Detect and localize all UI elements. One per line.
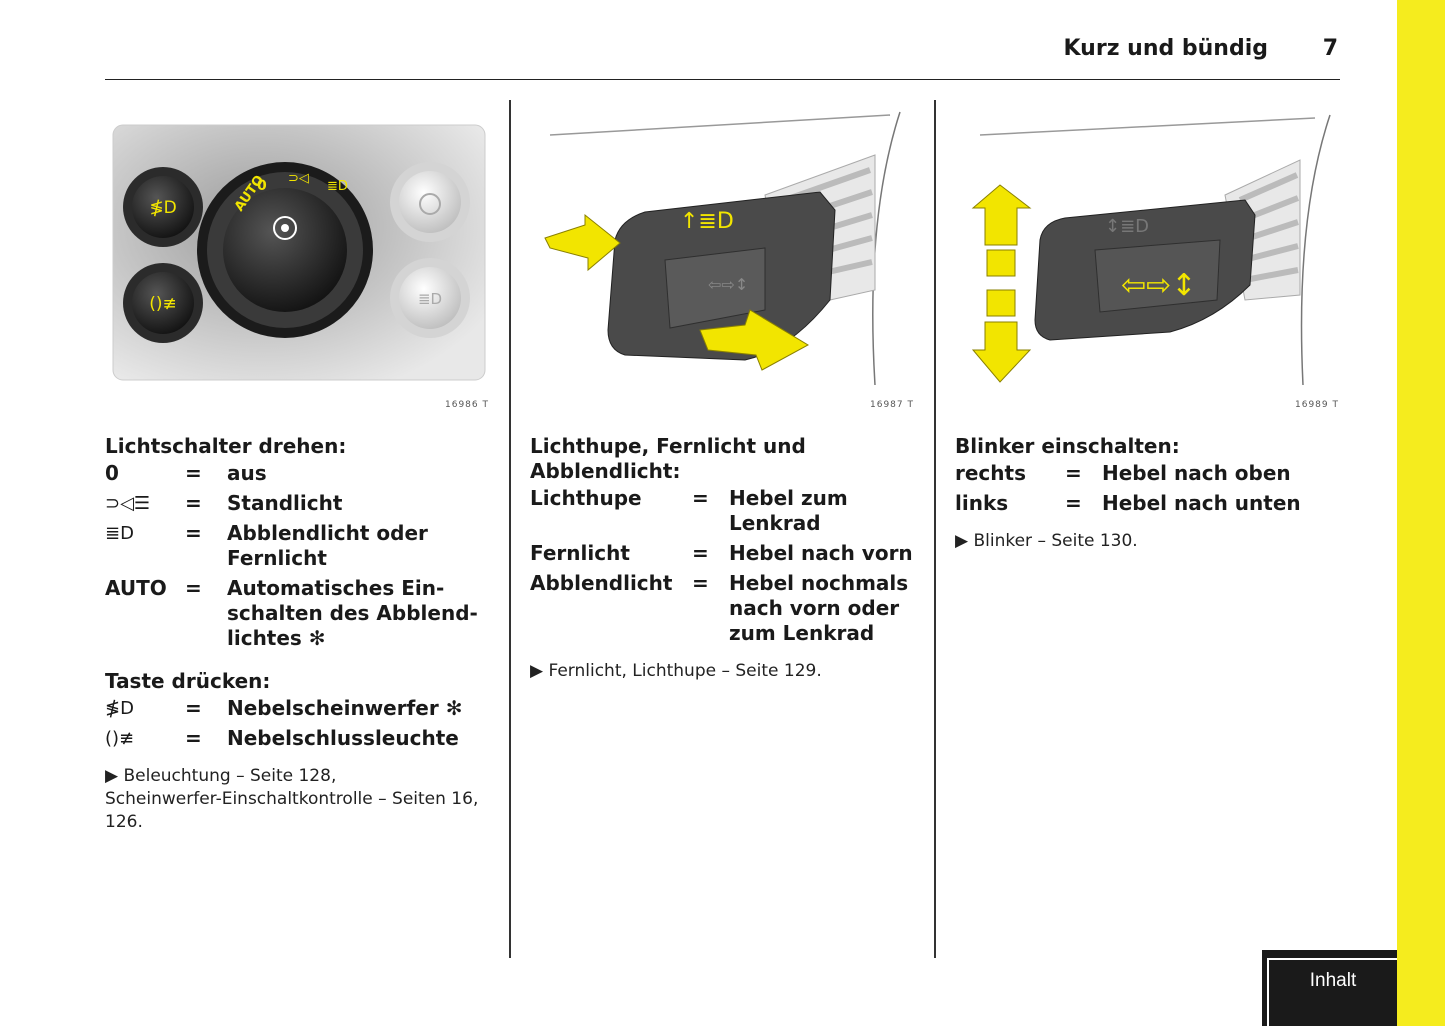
column-divider-2: [934, 100, 936, 958]
definition-term: 0: [105, 461, 119, 485]
title-line: Abblendlicht:: [530, 459, 681, 483]
page-title: Kurz und bündig: [1063, 36, 1268, 61]
definition-row: rechts = Hebel nach oben: [955, 461, 1345, 486]
lighting-reference: ▶ Beleuchtung – Seite 128, Scheinwerfer-…: [105, 765, 495, 834]
indicator-title: Blinker einschalten:: [955, 434, 1180, 458]
definition-equals: =: [185, 726, 202, 750]
light-switch-illustration: ≸D ()≢ AUTO 0 ⊃◁ ≣D ≣D: [112, 124, 486, 381]
indicator-definitions: rechts = Hebel nach oben links = Hebel n…: [955, 461, 1345, 516]
button-press-title: Taste drücken:: [105, 669, 271, 693]
instrument-dimmer-icon: [419, 193, 441, 215]
definition-term: Lichthupe: [530, 486, 642, 510]
fog-light-symbol: ≸D: [105, 698, 134, 719]
figure-code: 16989 T: [1295, 400, 1339, 410]
definition-desc: aus: [227, 461, 267, 485]
contents-button-frame: Inhalt: [1267, 958, 1397, 1026]
page-header: Kurz und bündig 7: [105, 30, 1340, 80]
high-beam-icon: ↑≣D: [680, 209, 734, 234]
headlight-definitions: Lichthupe = Hebel zum Lenkrad Fernlicht …: [530, 486, 920, 646]
definition-row: ⊃◁☰ = Standlicht: [105, 491, 495, 516]
reference-line: ▶ Beleuchtung – Seite 128,: [105, 766, 337, 786]
definition-term: rechts: [955, 461, 1026, 485]
definition-desc: Abblendlicht oder Fernlicht: [227, 521, 428, 570]
headlight-lever-illustration: ↑≣D ⇦⇨↕: [544, 111, 901, 386]
definition-equals: =: [185, 491, 202, 515]
page-number: 7: [1322, 36, 1338, 61]
definition-equals: =: [185, 461, 202, 485]
push-arrow-icon: [699, 309, 810, 371]
headlight-lever-title: Lichthupe, Fernlicht und Abblendlicht:: [530, 434, 920, 484]
contents-button-label: Inhalt: [1309, 970, 1357, 991]
reference-line: Scheinwerfer-Einschaltkontrolle – Seiten…: [105, 789, 479, 809]
indicator-lever-illustration: ⇦⇨↕ ↕≣D: [971, 114, 1331, 386]
definition-term: links: [955, 491, 1009, 515]
pull-arrow-icon: [544, 213, 621, 272]
definition-equals: =: [1065, 491, 1082, 515]
rear-fog-light-symbol: ()≢: [105, 728, 135, 749]
column-indicator-lever: ⇦⇨↕ ↕≣D 16989 T Blinker einschalten: rec…: [955, 100, 1345, 553]
parking-light-icon: ⊃◁: [288, 171, 309, 186]
definition-row: ≸D = Nebelscheinwerfer ✻: [105, 696, 495, 721]
definition-desc: Standlicht: [227, 491, 343, 515]
definition-term: AUTO: [105, 576, 167, 600]
headlight-range-icon: ≣D: [418, 290, 442, 308]
definition-equals: =: [185, 696, 202, 720]
turn-signal-icon: ⇦⇨↕: [1121, 268, 1196, 303]
definition-desc: Hebel nach oben: [1102, 461, 1291, 485]
high-beam-icon: ↕≣D: [1105, 216, 1149, 237]
definition-term: Abblendlicht: [530, 571, 673, 595]
low-beam-icon: ≣D: [327, 179, 348, 194]
definition-desc: Hebel nach vorn: [729, 541, 913, 565]
reference-line: 126.: [105, 812, 143, 832]
low-beam-symbol: ≣D: [105, 523, 134, 544]
yellow-edge-strip: [1397, 0, 1445, 1026]
definition-equals: =: [1065, 461, 1082, 485]
column-divider-1: [509, 100, 511, 958]
definition-equals: =: [692, 486, 709, 510]
light-switch-title: Lichtschalter drehen:: [105, 434, 347, 458]
light-switch-figure: ≸D ()≢ AUTO 0 ⊃◁ ≣D ≣D 16986 T: [105, 100, 495, 410]
figure-code: 16987 T: [870, 400, 914, 410]
rear-fog-light-icon: ()≢: [149, 294, 177, 314]
definition-term: Fernlicht: [530, 541, 630, 565]
turn-signal-icon: ⇦⇨↕: [708, 275, 748, 294]
definition-desc: Hebel nochmals nach vorn oder zum Lenkra…: [729, 571, 909, 645]
definition-equals: =: [185, 576, 202, 600]
parking-light-symbol: ⊃◁☰: [105, 493, 151, 514]
column-headlight-lever: ↑≣D ⇦⇨↕ 16987 T Lichthupe, Fernlicht und…: [530, 100, 920, 683]
down-arrow-icon: [971, 321, 1032, 383]
light-switch-definitions: 0 = aus ⊃◁☰ = Standlicht ≣D = Abblendlic…: [105, 461, 495, 651]
button-definitions: ≸D = Nebelscheinwerfer ✻ ()≢ = Nebelschl…: [105, 696, 495, 751]
figure-code: 16986 T: [445, 400, 489, 410]
contents-button[interactable]: Inhalt: [1262, 950, 1397, 1026]
light-sun-icon: [273, 216, 297, 240]
definition-row: ≣D = Abblendlicht oder Fernlicht: [105, 521, 495, 571]
definition-row: AUTO = Automatisches Ein-schalten des Ab…: [105, 576, 495, 651]
definition-desc: Nebelscheinwerfer ✻: [227, 696, 463, 720]
definition-row: 0 = aus: [105, 461, 495, 486]
definition-desc: Hebel nach unten: [1102, 491, 1301, 515]
up-arrow-icon: [971, 184, 1032, 246]
definition-equals: =: [692, 571, 709, 595]
indicator-lever-figure: ⇦⇨↕ ↕≣D 16989 T: [955, 100, 1345, 410]
indicator-reference: ▶ Blinker – Seite 130.: [955, 531, 1138, 551]
definition-equals: =: [185, 521, 202, 545]
headlight-reference: ▶ Fernlicht, Lichthupe – Seite 129.: [530, 661, 822, 681]
definition-row: Lichthupe = Hebel zum Lenkrad: [530, 486, 920, 536]
title-line: Lichthupe, Fernlicht und: [530, 434, 806, 458]
definition-row: Abblendlicht = Hebel nochmals nach vorn …: [530, 571, 920, 646]
definition-row: links = Hebel nach unten: [955, 491, 1345, 516]
definition-row: ()≢ = Nebelschlussleuchte: [105, 726, 495, 751]
up-step-marker: [986, 249, 1016, 277]
down-step-marker: [986, 289, 1016, 317]
dial-zero-label: 0: [257, 178, 267, 194]
definition-row: Fernlicht = Hebel nach vorn: [530, 541, 920, 566]
headlight-lever-figure: ↑≣D ⇦⇨↕ 16987 T: [530, 100, 920, 410]
column-light-switch: ≸D ()≢ AUTO 0 ⊃◁ ≣D ≣D 16986 T Lichtscha…: [105, 100, 495, 834]
definition-desc: Hebel zum Lenkrad: [729, 486, 848, 535]
definition-desc: Nebelschlussleuchte: [227, 726, 459, 750]
definition-equals: =: [692, 541, 709, 565]
definition-desc: Automatisches Ein-schalten des Abblend-l…: [227, 576, 478, 650]
fog-light-icon: ≸D: [149, 198, 176, 218]
